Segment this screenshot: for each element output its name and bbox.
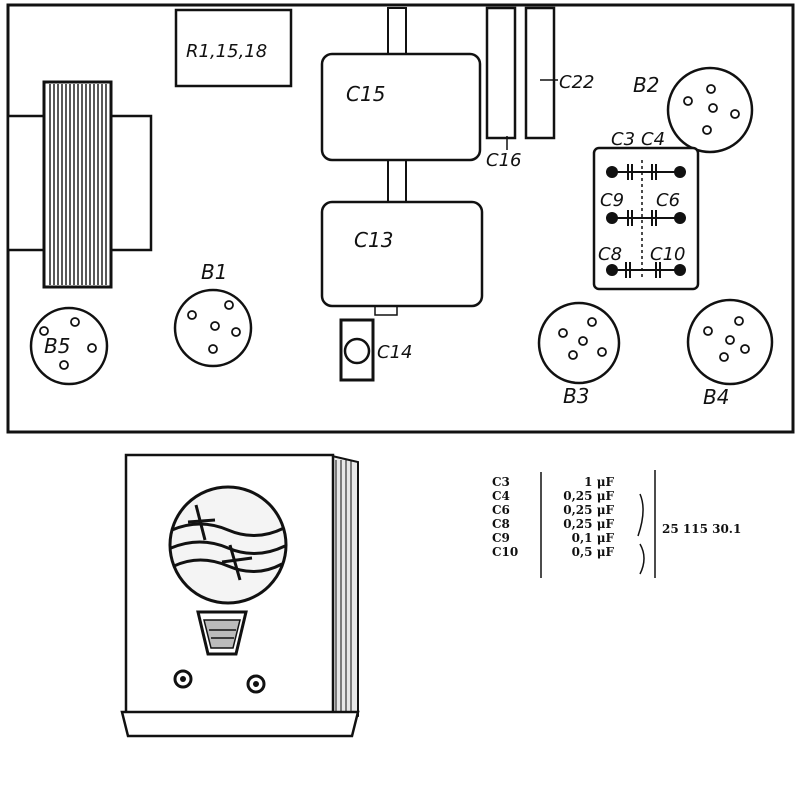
socket-b5: [29, 306, 109, 386]
c14-label: C14: [377, 342, 412, 363]
part-code: 25 115 30.1: [662, 522, 742, 536]
c16-label: C16: [486, 150, 521, 171]
cap-value: 0,5 μF: [571, 545, 614, 559]
cap-name: C8: [492, 517, 510, 531]
cap-name: C10: [492, 545, 519, 559]
c15-label: C15: [346, 82, 385, 106]
b4-label: B4: [703, 385, 729, 409]
cap-value: 0,1 μF: [571, 531, 614, 545]
c15-block: [320, 52, 482, 162]
cap-value: 0,25 μF: [563, 503, 614, 517]
cap-name: C9: [492, 531, 510, 545]
cap-value: 0,25 μF: [563, 517, 614, 531]
socket-b4: [686, 298, 774, 386]
c16-c22-parts: [485, 6, 558, 150]
c4-label: C4: [641, 129, 665, 150]
capacitor-network: [592, 146, 700, 291]
c8-label: C8: [598, 244, 622, 265]
c13-block: [320, 200, 484, 308]
socket-b2: [666, 66, 754, 154]
resistor-group-label: R1,15,18: [186, 41, 267, 62]
resistor-group-box: [174, 8, 293, 88]
b5-label: B5: [44, 334, 70, 358]
capacitor-column: [320, 7, 484, 316]
c13-label: C13: [354, 228, 393, 252]
b3-label: B3: [563, 384, 589, 408]
socket-b1: [173, 288, 253, 368]
b1-label: B1: [201, 260, 227, 284]
c10-label: C10: [650, 244, 685, 265]
cap-name: C3: [492, 475, 510, 489]
table-dividers: [540, 470, 656, 578]
cap-value: 0,25 μF: [563, 489, 614, 503]
c3-label: C3: [611, 129, 635, 150]
c14-part: [339, 318, 375, 382]
c22-label: C22: [559, 72, 594, 93]
cap-value: 1 μF: [584, 475, 614, 489]
cap-name: C4: [492, 489, 510, 503]
radio-cabinet-illustration: [120, 453, 360, 738]
b2-label: B2: [633, 73, 659, 97]
c6-label: C6: [656, 190, 680, 211]
socket-b3: [537, 301, 621, 385]
c9-label: C9: [600, 190, 624, 211]
cap-name: C6: [492, 503, 510, 517]
transformer: [6, 80, 153, 289]
